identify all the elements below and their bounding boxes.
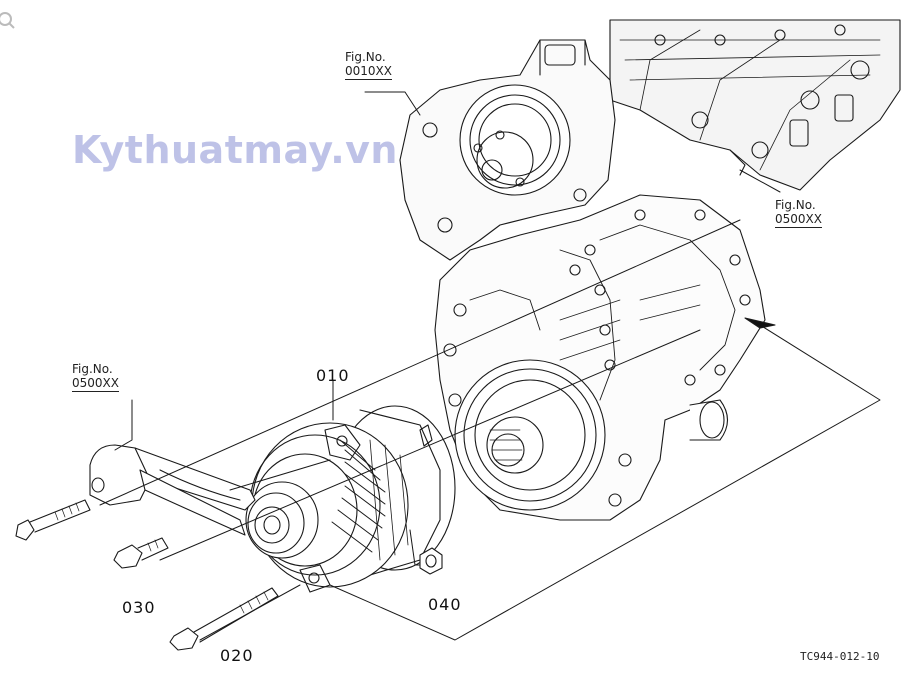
- part-number-long-bolt: 020: [220, 646, 254, 665]
- watermark: Kythuatmay.vn: [72, 128, 398, 172]
- fig-ref-left-label: Fig.No.: [72, 362, 113, 376]
- drawing-id: TC944-012-10: [800, 650, 880, 663]
- fig-ref-left-number: 0500XX: [72, 376, 119, 392]
- search-icon[interactable]: [0, 10, 18, 32]
- gear-case: [434, 194, 766, 521]
- bracket-bolt: [15, 499, 91, 541]
- fig-ref-right: Fig.No. 0500XX: [775, 198, 822, 228]
- fig-ref-right-number: 0500XX: [775, 212, 822, 228]
- long-bolt-020: [169, 587, 279, 651]
- short-bolt-030: [113, 537, 169, 569]
- part-number-alternator: 010: [316, 366, 350, 385]
- part-number-short-bolt: 030: [122, 598, 156, 617]
- fig-ref-top-number: 0010XX: [345, 64, 392, 80]
- adjusting-bracket: [89, 444, 256, 536]
- assembly-arrow: [744, 317, 776, 329]
- fig-ref-right-label: Fig.No.: [775, 198, 816, 212]
- cylinder-head: [609, 19, 901, 191]
- fig-ref-left: Fig.No. 0500XX: [72, 362, 119, 392]
- fig-ref-top-label: Fig.No.: [345, 50, 386, 64]
- fig-ref-top: Fig.No. 0010XX: [345, 50, 392, 80]
- water-pump-housing: [399, 39, 616, 261]
- part-number-nut: 040: [428, 595, 462, 614]
- nut-040: [419, 547, 443, 575]
- leader-lines: [99, 91, 881, 641]
